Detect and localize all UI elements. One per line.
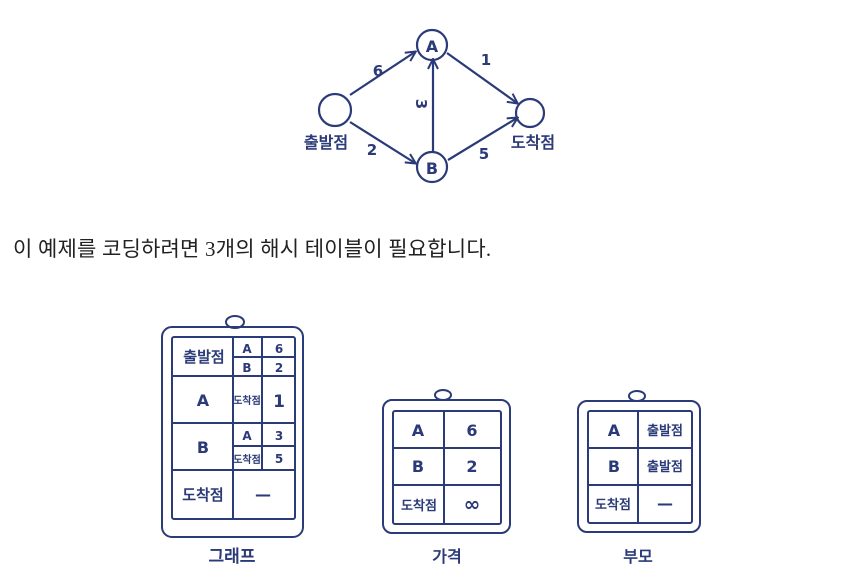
graph-start-neighbor-b: B [242, 361, 251, 375]
graph-row-start-key: 출발점 [183, 348, 224, 366]
node-start-label: 출발점 [304, 133, 348, 152]
node-b [415, 150, 449, 184]
graph-row-a-key: A [197, 391, 210, 410]
graph-start-neighbor-a: A [242, 342, 252, 356]
graph-row-finish-key: 도착점 [182, 486, 223, 504]
graph-b-neighbor-finish: 도착점 [233, 453, 261, 466]
costs-table [382, 389, 511, 534]
edge-b-finish [447, 118, 517, 161]
graph-b-cost-finish: 5 [275, 452, 283, 466]
costs-row-a-key: A [412, 421, 425, 440]
node-finish [514, 97, 546, 129]
edge-a-finish [446, 52, 517, 103]
costs-row-a-value: 6 [466, 421, 477, 440]
graph-start-cost-a: 6 [275, 342, 283, 356]
costs-row-finish-value: ∞ [464, 492, 481, 516]
node-b-label: B [426, 159, 438, 178]
parents-table-caption: 부모 [623, 547, 653, 566]
edge-weight-start-b: 2 [367, 141, 377, 159]
parents-row-b-value: 출발점 [647, 459, 683, 475]
graph-diagram [317, 28, 546, 184]
edge-weight-b-finish: 5 [479, 145, 489, 163]
graph-start-cost-b: 2 [275, 361, 283, 375]
edge-weight-a-finish: 1 [481, 51, 491, 69]
parents-row-finish-value: — [657, 494, 673, 513]
graph-a-neighbor-finish: 도착점 [233, 394, 261, 407]
graph-table-caption: 그래프 [209, 547, 256, 567]
graph-b-neighbor-a: A [242, 429, 252, 443]
graph-finish-neighbors-none: — [255, 485, 271, 504]
edge-start-a [349, 52, 415, 96]
node-a-label: A [426, 37, 439, 56]
graph-table [161, 315, 304, 538]
parents-row-b-key: B [608, 457, 620, 476]
edge-weight-b-a: 3 [412, 99, 430, 109]
costs-row-b-value: 2 [466, 457, 477, 476]
node-a [415, 28, 449, 62]
graph-a-cost-finish: 1 [273, 392, 285, 412]
costs-row-finish-key: 도착점 [401, 498, 437, 514]
graph-row-b-key: B [197, 438, 209, 457]
edge-weight-start-a: 6 [373, 62, 383, 80]
explanation-sentence: 이 예제를 코딩하려면 3개의 해시 테이블이 필요합니다. [13, 237, 492, 261]
parents-table [577, 390, 701, 533]
parents-row-a-value: 출발점 [647, 423, 683, 439]
costs-row-b-key: B [412, 457, 424, 476]
node-start [317, 92, 353, 128]
costs-table-caption: 가격 [432, 547, 461, 566]
edge-start-b [349, 121, 415, 163]
parents-row-a-key: A [608, 421, 621, 440]
graph-b-cost-a: 3 [275, 429, 283, 443]
node-finish-label: 도착점 [511, 133, 555, 152]
parents-row-finish-key: 도착점 [595, 497, 631, 513]
